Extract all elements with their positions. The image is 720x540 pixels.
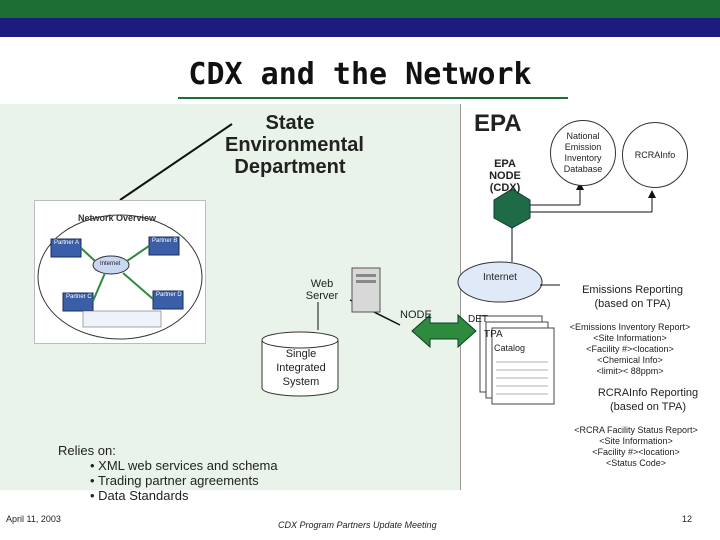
partner-a-label: Partner A bbox=[54, 240, 80, 246]
relies-on-list: XML web services and schema Trading part… bbox=[90, 458, 278, 503]
partner-b-label: Partner B bbox=[152, 238, 178, 244]
title-underline bbox=[178, 97, 568, 99]
relies-item: XML web services and schema bbox=[90, 458, 277, 473]
partner-c-box bbox=[62, 292, 94, 312]
single-system-line: Single bbox=[285, 348, 317, 360]
emissions-reporting-title: Emissions Reporting (based on TPA) bbox=[560, 283, 705, 311]
emissions-title-line: Emissions Reporting bbox=[582, 284, 683, 296]
state-title: State Environmental Department bbox=[225, 112, 364, 178]
network-overview-panel bbox=[34, 200, 206, 344]
internet-mini-label: Internet bbox=[100, 261, 121, 267]
partner-d-box bbox=[152, 290, 184, 310]
system-cylinder-top bbox=[261, 331, 339, 349]
det-label: DET bbox=[468, 314, 488, 325]
epa-node-line: EPA bbox=[494, 158, 516, 170]
nei-database-circle: National Emission Inventory Database bbox=[550, 120, 616, 186]
xml-line: <Facility #><location> bbox=[586, 344, 674, 354]
epa-node-line: NODE bbox=[489, 170, 521, 182]
xml-line: <Status Code> bbox=[605, 458, 667, 468]
node-exchange-arrow bbox=[411, 313, 477, 349]
epa-title: EPA bbox=[474, 110, 522, 137]
rcra-title-line: (based on TPA) bbox=[609, 401, 687, 413]
rcra-xml-sample: <RCRA Facility Status Report> <Site Info… bbox=[552, 425, 720, 469]
epa-node-label: EPA NODE (CDX) bbox=[470, 158, 540, 194]
single-system-label: Single Integrated System bbox=[266, 347, 336, 389]
xml-line: <Site Information> bbox=[593, 333, 667, 343]
tpa-label: TPA bbox=[484, 329, 503, 340]
xml-line: <limit>< 88ppm> bbox=[596, 366, 664, 376]
internet-cloud bbox=[457, 261, 543, 303]
nei-line: Inventory bbox=[564, 153, 602, 163]
header-band bbox=[0, 18, 720, 37]
state-title-line: Environmental bbox=[225, 134, 364, 156]
footer-date: April 11, 2003 bbox=[6, 514, 61, 524]
web-server-line: Server bbox=[305, 290, 339, 302]
internet-label: Internet bbox=[483, 272, 517, 283]
rcra-reporting-title: RCRAInfo Reporting (based on TPA) bbox=[588, 386, 708, 414]
legend-box bbox=[82, 310, 162, 328]
det-page-front bbox=[491, 327, 555, 405]
nei-line: Emission bbox=[564, 142, 602, 152]
xml-line: <Emissions Inventory Report> bbox=[569, 322, 691, 332]
state-node-label: NODE bbox=[400, 309, 432, 321]
network-overview-graphic bbox=[37, 214, 203, 340]
cdx-nei-arrow bbox=[576, 182, 584, 190]
cdx-hexagon bbox=[493, 188, 531, 229]
relies-on-label: Relies on: bbox=[58, 443, 116, 458]
rcrainfo-label: RCRAInfo bbox=[634, 149, 676, 160]
xml-line: <Facility #><location> bbox=[592, 447, 680, 457]
catalog-label: Catalog bbox=[494, 343, 526, 353]
xml-line: <RCRA Facility Status Report> bbox=[574, 425, 698, 435]
epa-node-line: (CDX) bbox=[489, 182, 521, 194]
emissions-title-line: (based on TPA) bbox=[594, 298, 671, 310]
system-cylinder-body bbox=[261, 340, 339, 397]
xml-line: <Chemical Info> bbox=[597, 355, 663, 365]
state-title-line: State bbox=[265, 112, 315, 134]
footer-meeting: CDX Program Partners Update Meeting bbox=[278, 520, 437, 530]
nei-line: National bbox=[566, 131, 600, 141]
relies-item: Trading partner agreements bbox=[90, 473, 278, 488]
network-overview-title: Network Overview bbox=[78, 213, 157, 223]
top-accent-bar bbox=[0, 0, 720, 18]
web-server-line: Web bbox=[310, 278, 334, 290]
rcra-title-line: RCRAInfo Reporting bbox=[597, 387, 699, 399]
state-network-line bbox=[119, 123, 233, 201]
relies-item: Data Standards bbox=[90, 488, 278, 503]
page-number: 12 bbox=[682, 514, 693, 524]
single-system-line: Integrated bbox=[276, 362, 326, 374]
single-system-line: System bbox=[282, 376, 320, 388]
state-epa-divider bbox=[460, 104, 461, 490]
nei-line: Database bbox=[563, 164, 603, 174]
partner-d-label: Partner D bbox=[156, 292, 182, 298]
xml-line: <Site Information> bbox=[599, 436, 673, 446]
slide-title: CDX and the Network bbox=[188, 57, 532, 92]
emissions-xml-sample: <Emissions Inventory Report> <Site Infor… bbox=[540, 322, 720, 377]
state-title-line: Department bbox=[234, 156, 346, 178]
internet-mini-cloud bbox=[92, 255, 130, 275]
cdx-rcra-arrow bbox=[648, 190, 656, 198]
rcrainfo-circle: RCRAInfo bbox=[622, 122, 688, 188]
web-server-label: Web Server bbox=[292, 278, 352, 302]
partner-c-label: Partner C bbox=[66, 294, 92, 300]
